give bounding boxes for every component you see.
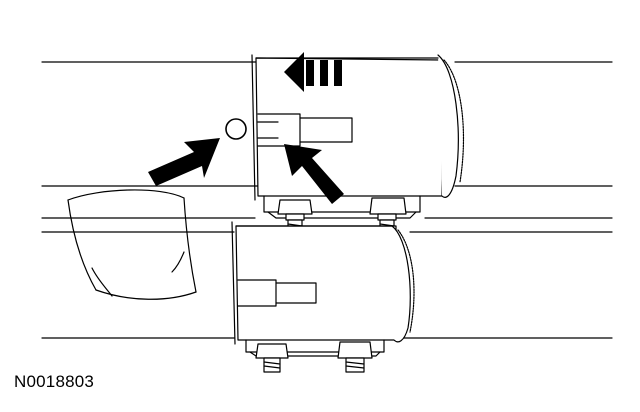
lower-clamp-bolt-left	[255, 343, 289, 373]
upper-exhaust-pipe	[41, 61, 613, 187]
alignment-mark-circle	[225, 118, 247, 140]
slide-direction-arrow	[284, 52, 342, 92]
bent-pipe-section	[67, 189, 197, 300]
lower-clamp-bolt-right	[337, 341, 373, 373]
upper-sleeve-clamp	[251, 54, 465, 219]
alignment-mark-arrow	[148, 138, 220, 186]
lower-sleeve-clamp	[231, 221, 415, 357]
slot-arrow	[284, 144, 344, 204]
figure-reference-id: N0018803	[14, 372, 95, 391]
